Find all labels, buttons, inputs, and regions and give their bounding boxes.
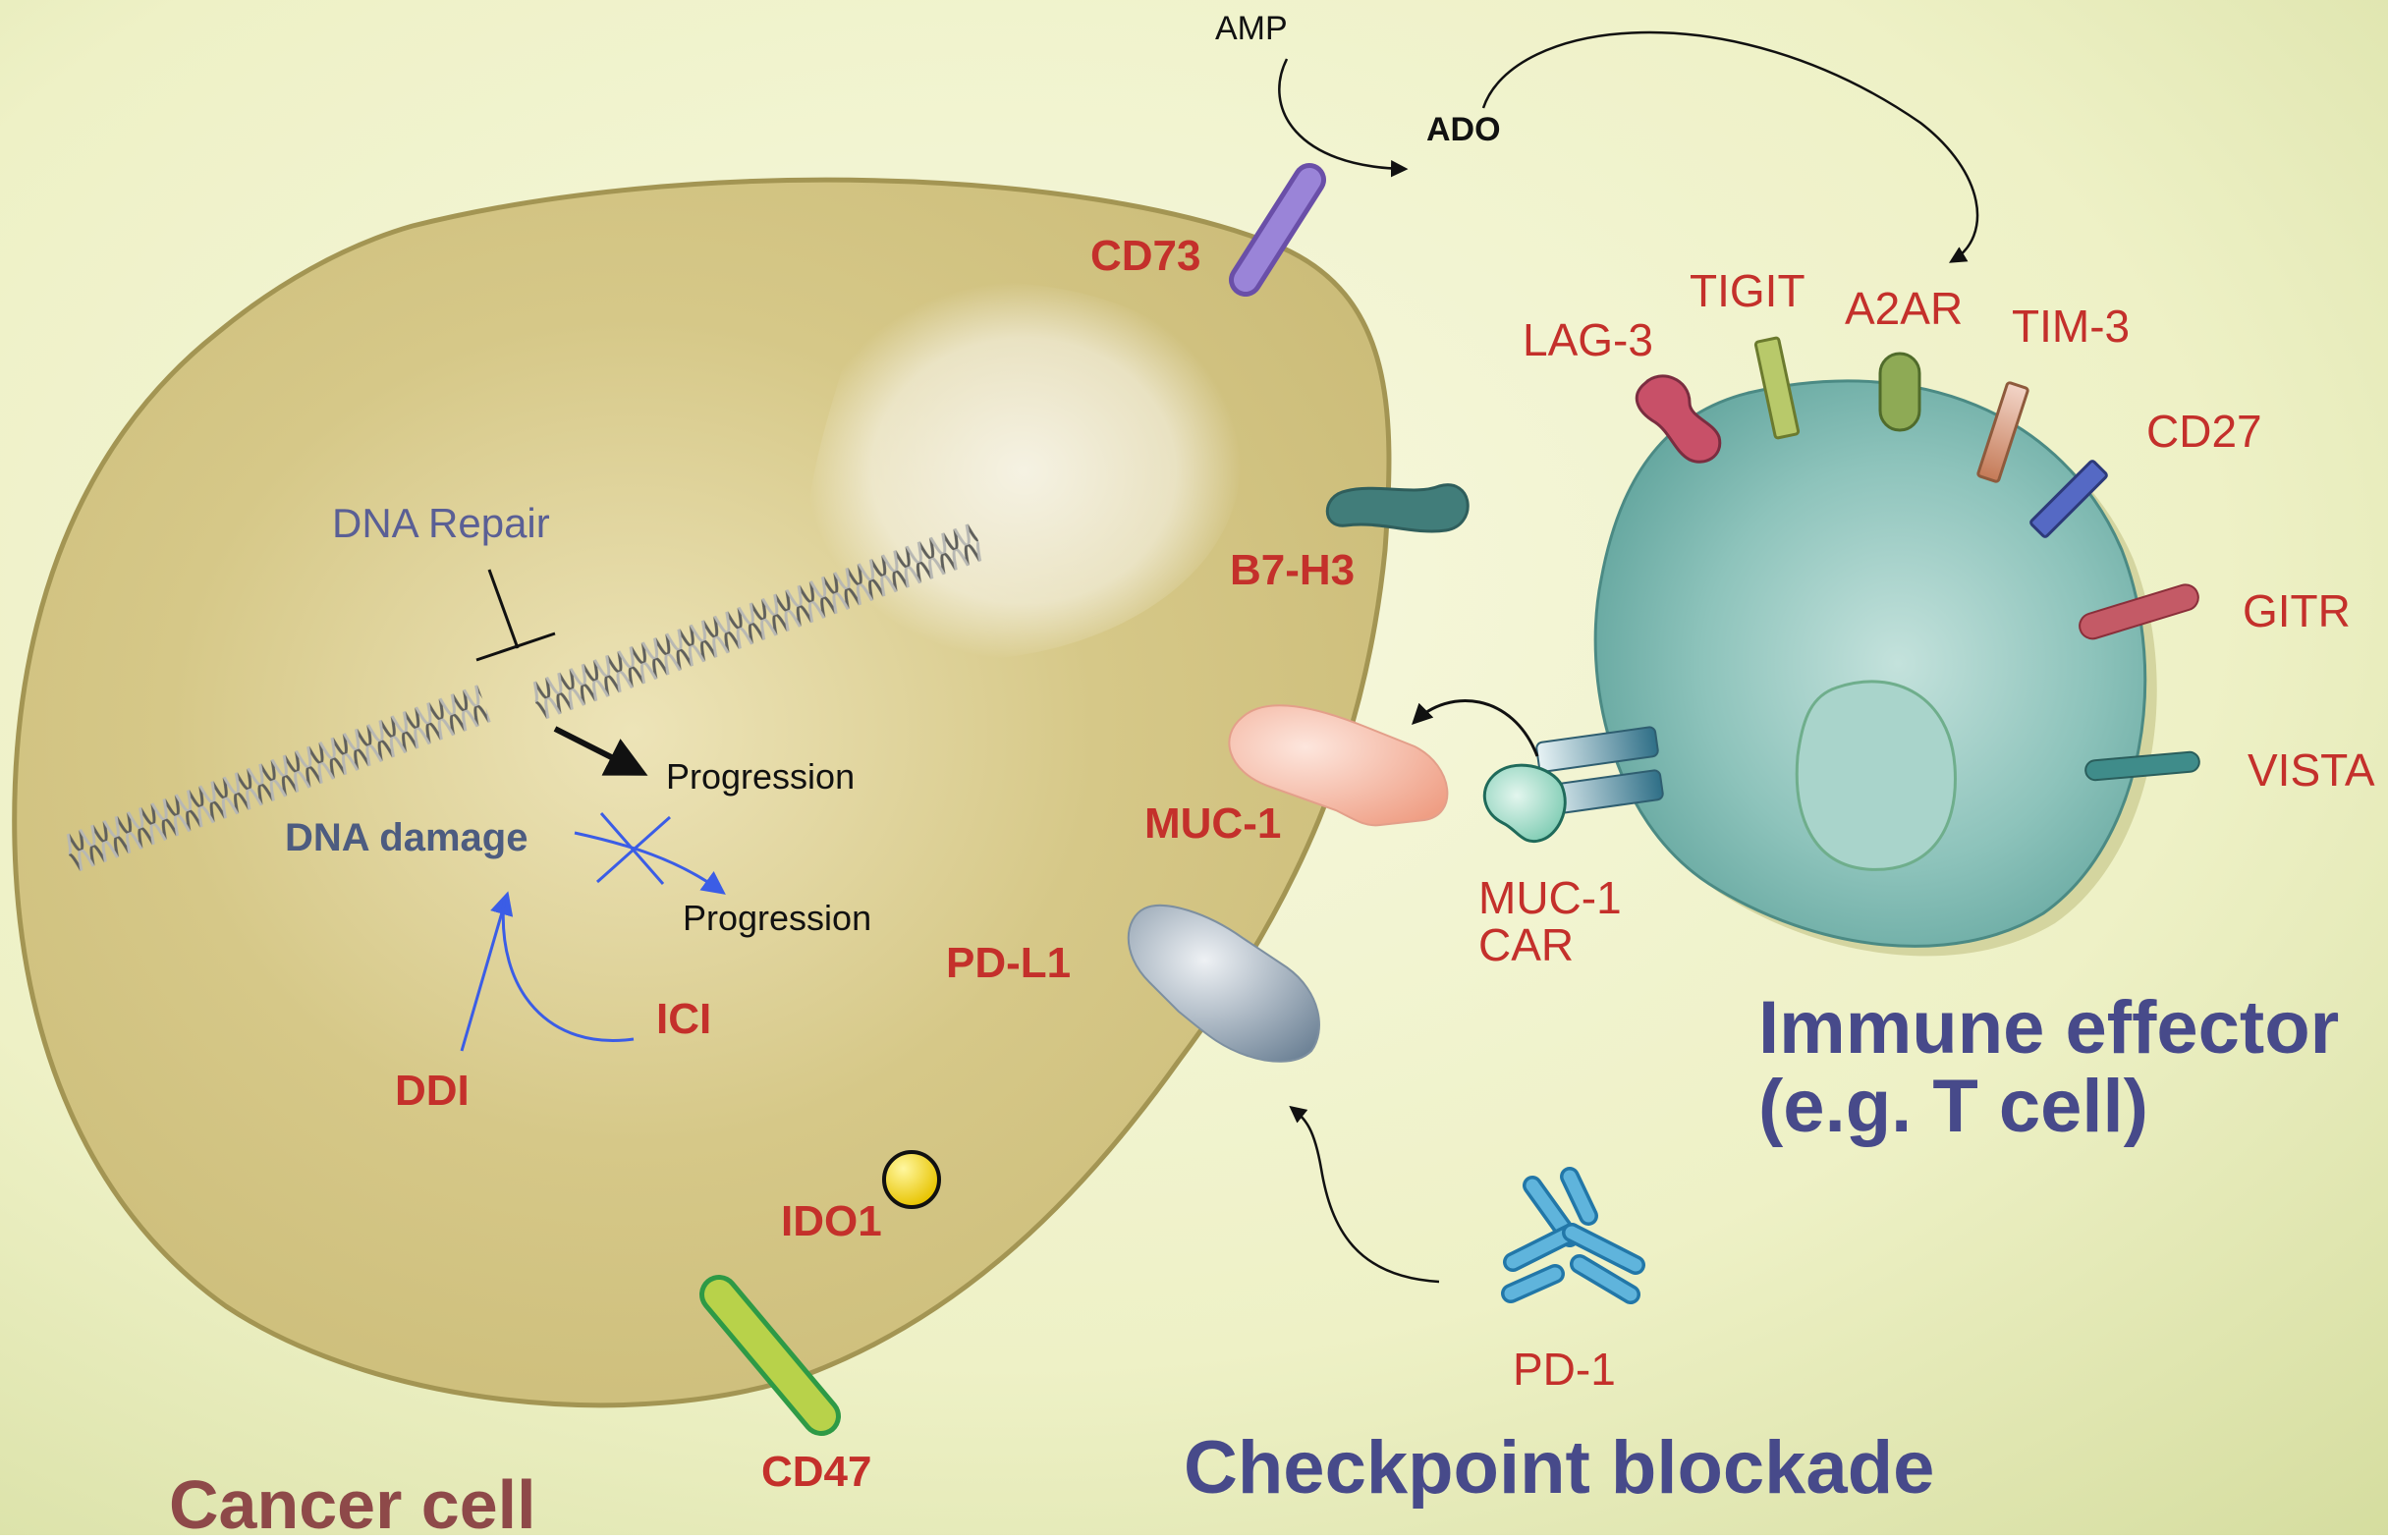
immune-cell-body [1593,379,2147,948]
pd1-antibody [1501,1167,1645,1304]
block-cross [596,812,671,885]
cd73-protein [1229,163,1326,297]
pd1-label: PD-1 [1513,1344,1616,1395]
dna-repair-label: DNA Repair [332,500,550,546]
lag3-label: LAG-3 [1523,314,1653,365]
muc1-label: MUC-1 [1144,799,1281,848]
vista-label: VISTA [2248,744,2375,796]
muc1-protein [1228,704,1449,827]
ici-label: ICI [656,995,711,1043]
a2ar-receptor [1878,352,1921,432]
car-label-line1: MUC-1 [1478,872,1622,923]
car-label-line2: CAR [1478,919,1574,970]
tigit-receptor [1753,336,1801,440]
ici-arrow [501,898,635,1042]
a2ar-label: A2AR [1845,283,1963,334]
cd73-label: CD73 [1090,232,1201,280]
blocked-progression-arrow [574,831,726,895]
b7h3-label: B7-H3 [1230,546,1355,594]
cd27-receptor [2029,460,2108,538]
immune-title-line1: Immune effector [1758,986,2339,1070]
gitr-label: GITR [2243,585,2351,636]
ddi-arrow [460,891,514,1052]
dna-helix [62,522,985,873]
pdl1-protein [1127,904,1320,1063]
tim3-label: TIM-3 [2012,301,2130,352]
immune-title-line2: (e.g. T cell) [1758,1065,2148,1148]
muc1-car [1482,726,1664,844]
cd27-label: CD27 [2146,406,2262,457]
tigit-label: TIGIT [1690,265,1805,316]
tim3-receptor [1976,381,2029,483]
vista-receptor [2084,750,2200,782]
amp-label: AMP [1215,10,1288,47]
ado-to-a2ar-arrow [1481,30,1979,263]
dna-repair-inhibitor [475,569,556,662]
immune-nucleus [1795,680,1957,871]
cd47-protein [699,1275,841,1436]
car-to-muc1-arrow [1412,699,1539,757]
ido1-label: IDO1 [781,1197,882,1245]
pd1-to-pdl1-arrow [1289,1105,1440,1284]
b7h3-protein [1325,483,1470,533]
progression-arrow [553,726,648,776]
gitr-receptor [2079,583,2199,640]
lag3-receptor [1635,374,1722,464]
ddi-label: DDI [395,1067,470,1115]
checkpoint-title: Checkpoint blockade [1184,1426,1934,1510]
cd47-label: CD47 [761,1448,872,1496]
progression-label-lower: Progression [683,898,871,938]
cancer-cell-title: Cancer cell [169,1466,536,1535]
dna-damage-label: DNA damage [285,816,528,859]
ado-label: ADO [1426,111,1501,148]
ido1-protein [882,1150,941,1209]
progression-label-upper: Progression [666,756,855,797]
pdl1-label: PD-L1 [946,939,1071,987]
amp-to-ado-arrow [1278,58,1409,178]
